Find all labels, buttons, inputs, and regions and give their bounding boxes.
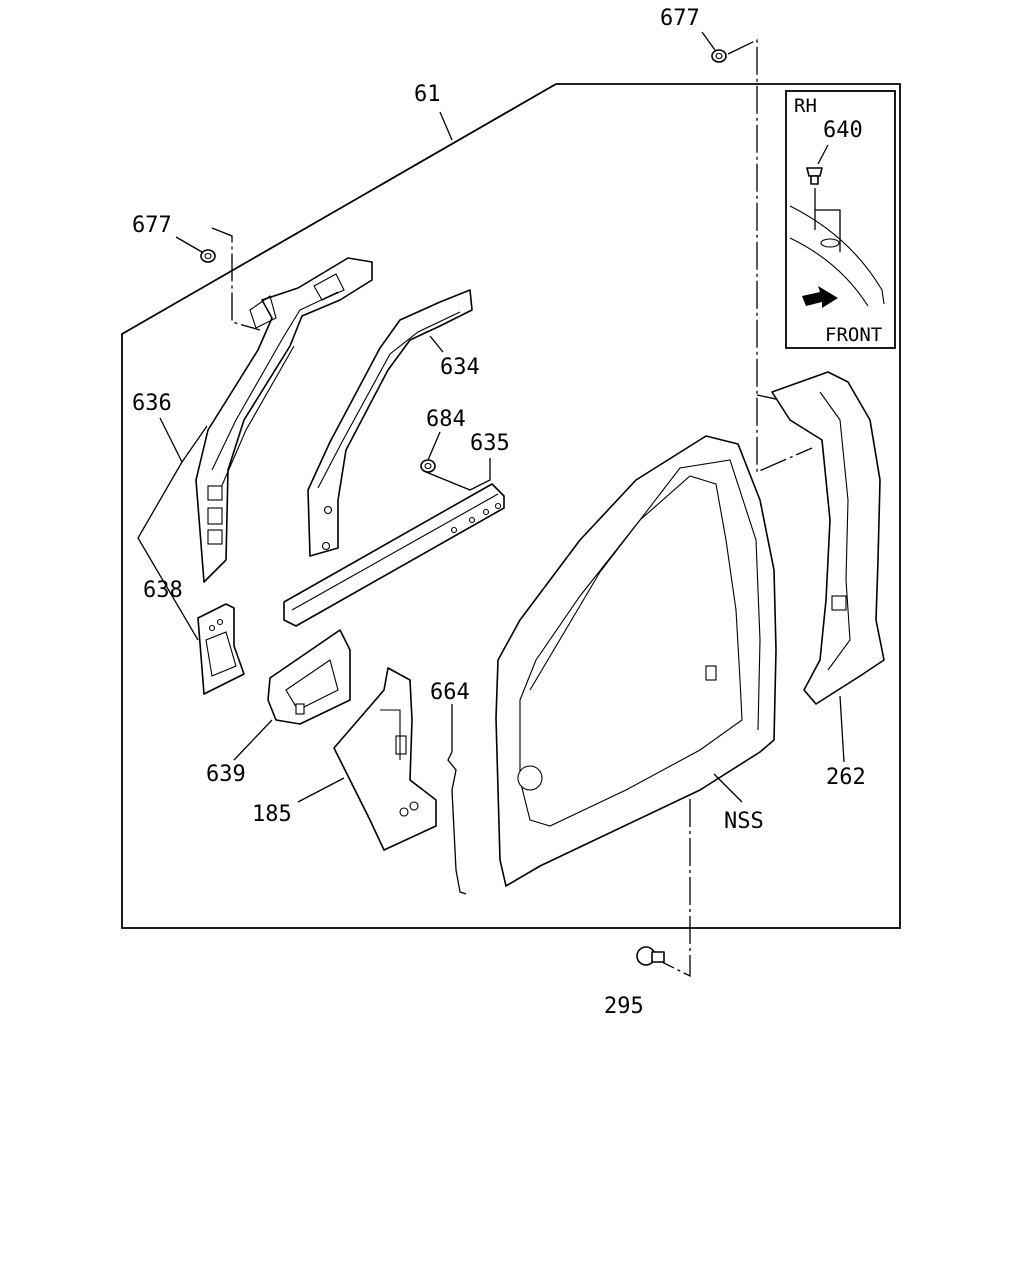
part-635-sill-rail — [283, 483, 505, 627]
front-arrow-icon — [802, 286, 838, 308]
leader-684 — [427, 431, 441, 461]
callout-635: 635 — [470, 431, 510, 456]
leader-639 — [233, 719, 273, 761]
part-664-rod — [447, 751, 467, 895]
part-634-reinforcement — [307, 289, 473, 557]
inset-side-label: RH — [794, 95, 817, 117]
leader-61 — [439, 111, 453, 141]
inset-direction-label: FRONT — [825, 324, 882, 346]
inset-box — [785, 90, 896, 349]
callout-638: 638 — [143, 578, 183, 603]
callout-639: 639 — [206, 762, 246, 787]
part-295-bolt — [636, 946, 665, 966]
leader-677-left — [175, 236, 203, 253]
callout-640: 640 — [823, 118, 863, 143]
part-185-inner-panel — [333, 667, 437, 851]
leader-635 — [425, 458, 491, 491]
callout-684: 684 — [426, 407, 466, 432]
callout-677-left: 677 — [132, 213, 172, 238]
leader-185 — [297, 777, 345, 803]
leader-634 — [429, 335, 444, 353]
leader-640 — [817, 144, 829, 165]
leader-636 — [159, 417, 208, 464]
callout-634: 634 — [440, 355, 480, 380]
assembly-frame — [121, 83, 901, 929]
part-636-pillar — [195, 257, 373, 583]
callout-295: 295 — [604, 994, 644, 1019]
part-684-nut — [420, 459, 436, 473]
leader-677-top — [701, 31, 716, 51]
callout-664: 664 — [430, 680, 470, 705]
leader-262 — [839, 695, 845, 763]
alignment-line-677-top — [727, 38, 813, 473]
part-638-bracket — [197, 603, 245, 695]
leader-nss — [713, 773, 743, 803]
callout-nss: NSS — [724, 809, 764, 834]
leader-638 — [137, 461, 199, 641]
alignment-line-295 — [661, 760, 691, 978]
part-677-nut-top — [711, 49, 727, 63]
callout-185: 185 — [252, 802, 292, 827]
alignment-line-inset — [756, 394, 791, 403]
callout-61: 61 — [414, 82, 441, 107]
callout-677-top: 677 — [660, 6, 700, 31]
part-262-rear-pillar — [771, 371, 885, 705]
alignment-line-677-left — [211, 227, 261, 331]
inset-detail — [789, 167, 885, 308]
callout-262: 262 — [826, 765, 866, 790]
part-nss-body-side — [495, 435, 777, 887]
part-677-nut-left — [200, 249, 216, 263]
part-639-bracket — [267, 629, 351, 725]
callout-636: 636 — [132, 391, 172, 416]
